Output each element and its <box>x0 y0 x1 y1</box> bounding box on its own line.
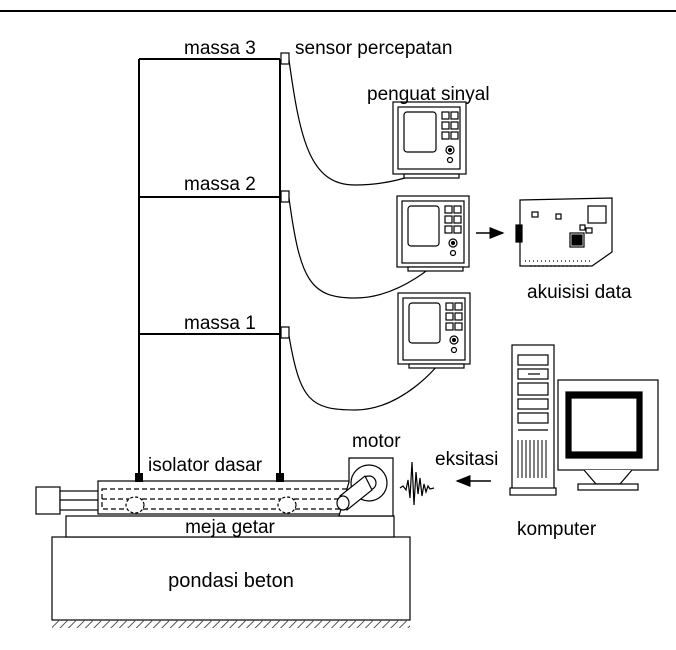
sensor-1 <box>280 326 290 339</box>
foundation-label: pondasi beton <box>168 570 294 592</box>
amplifier-top <box>392 101 467 179</box>
excitation-label: eksitasi <box>435 449 498 470</box>
sensor-2 <box>280 190 290 203</box>
shake-table-label: meja getar <box>185 517 275 538</box>
sensor-label: sensor percepatan <box>295 38 452 59</box>
motor <box>336 457 394 517</box>
daq-label: akuisisi data <box>527 282 632 303</box>
mass-3-label: massa 3 <box>184 38 256 59</box>
cable-1 <box>288 335 453 411</box>
concrete-foundation: pondasi beton <box>51 536 411 628</box>
column-footing-left <box>135 473 143 482</box>
acceleration-sensors <box>280 52 290 339</box>
amplifier-middle <box>396 195 470 272</box>
computer-label: komputer <box>517 519 597 540</box>
mass-1-label: massa 1 <box>184 313 256 334</box>
shake-table: meja getar <box>65 515 395 538</box>
computer <box>509 344 659 496</box>
three-story-frame <box>138 58 281 481</box>
daq-card <box>515 197 613 267</box>
excitation-wave <box>399 461 435 506</box>
amplifier-label: penguat sinyal <box>367 84 490 105</box>
sensor-3 <box>280 52 290 65</box>
actuator-assembly <box>35 480 352 515</box>
amplifier-bottom <box>397 292 471 369</box>
column-footing-right <box>276 473 284 482</box>
mass-2-label: massa 2 <box>184 174 256 195</box>
isolator-label: isolator dasar <box>148 455 263 476</box>
ground-hatch <box>52 620 410 628</box>
motor-label: motor <box>352 431 401 452</box>
